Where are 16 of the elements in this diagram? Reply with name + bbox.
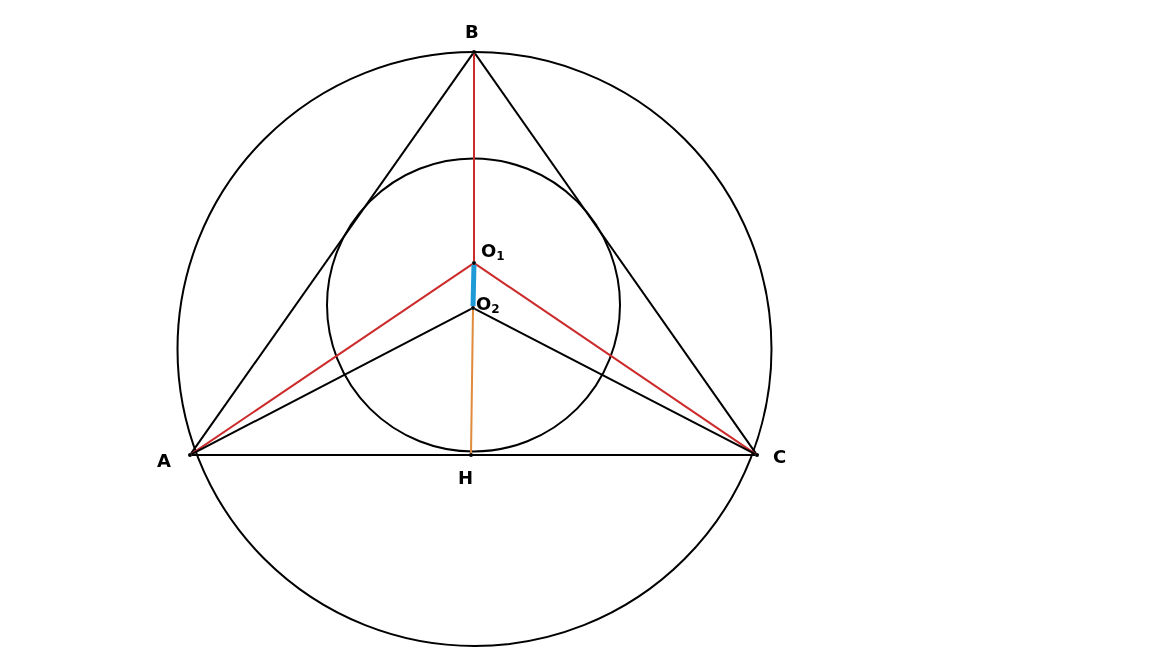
line-segment <box>190 52 474 455</box>
point-label: O$_{1}$ <box>481 241 505 265</box>
point-label: C <box>773 447 787 467</box>
line-segment <box>474 263 757 455</box>
line-segment <box>190 263 474 455</box>
line-segment <box>190 307 473 456</box>
line-segment <box>191 454 756 456</box>
line-segment <box>470 264 477 307</box>
point-label: O$_{2}$ <box>476 294 500 318</box>
point-label: B <box>465 22 479 42</box>
line-segment <box>474 52 757 455</box>
line-segment <box>473 307 757 456</box>
point-label: H <box>458 468 474 488</box>
point-label: A <box>157 451 171 471</box>
line-segment <box>470 309 474 454</box>
line-segment <box>473 53 475 262</box>
